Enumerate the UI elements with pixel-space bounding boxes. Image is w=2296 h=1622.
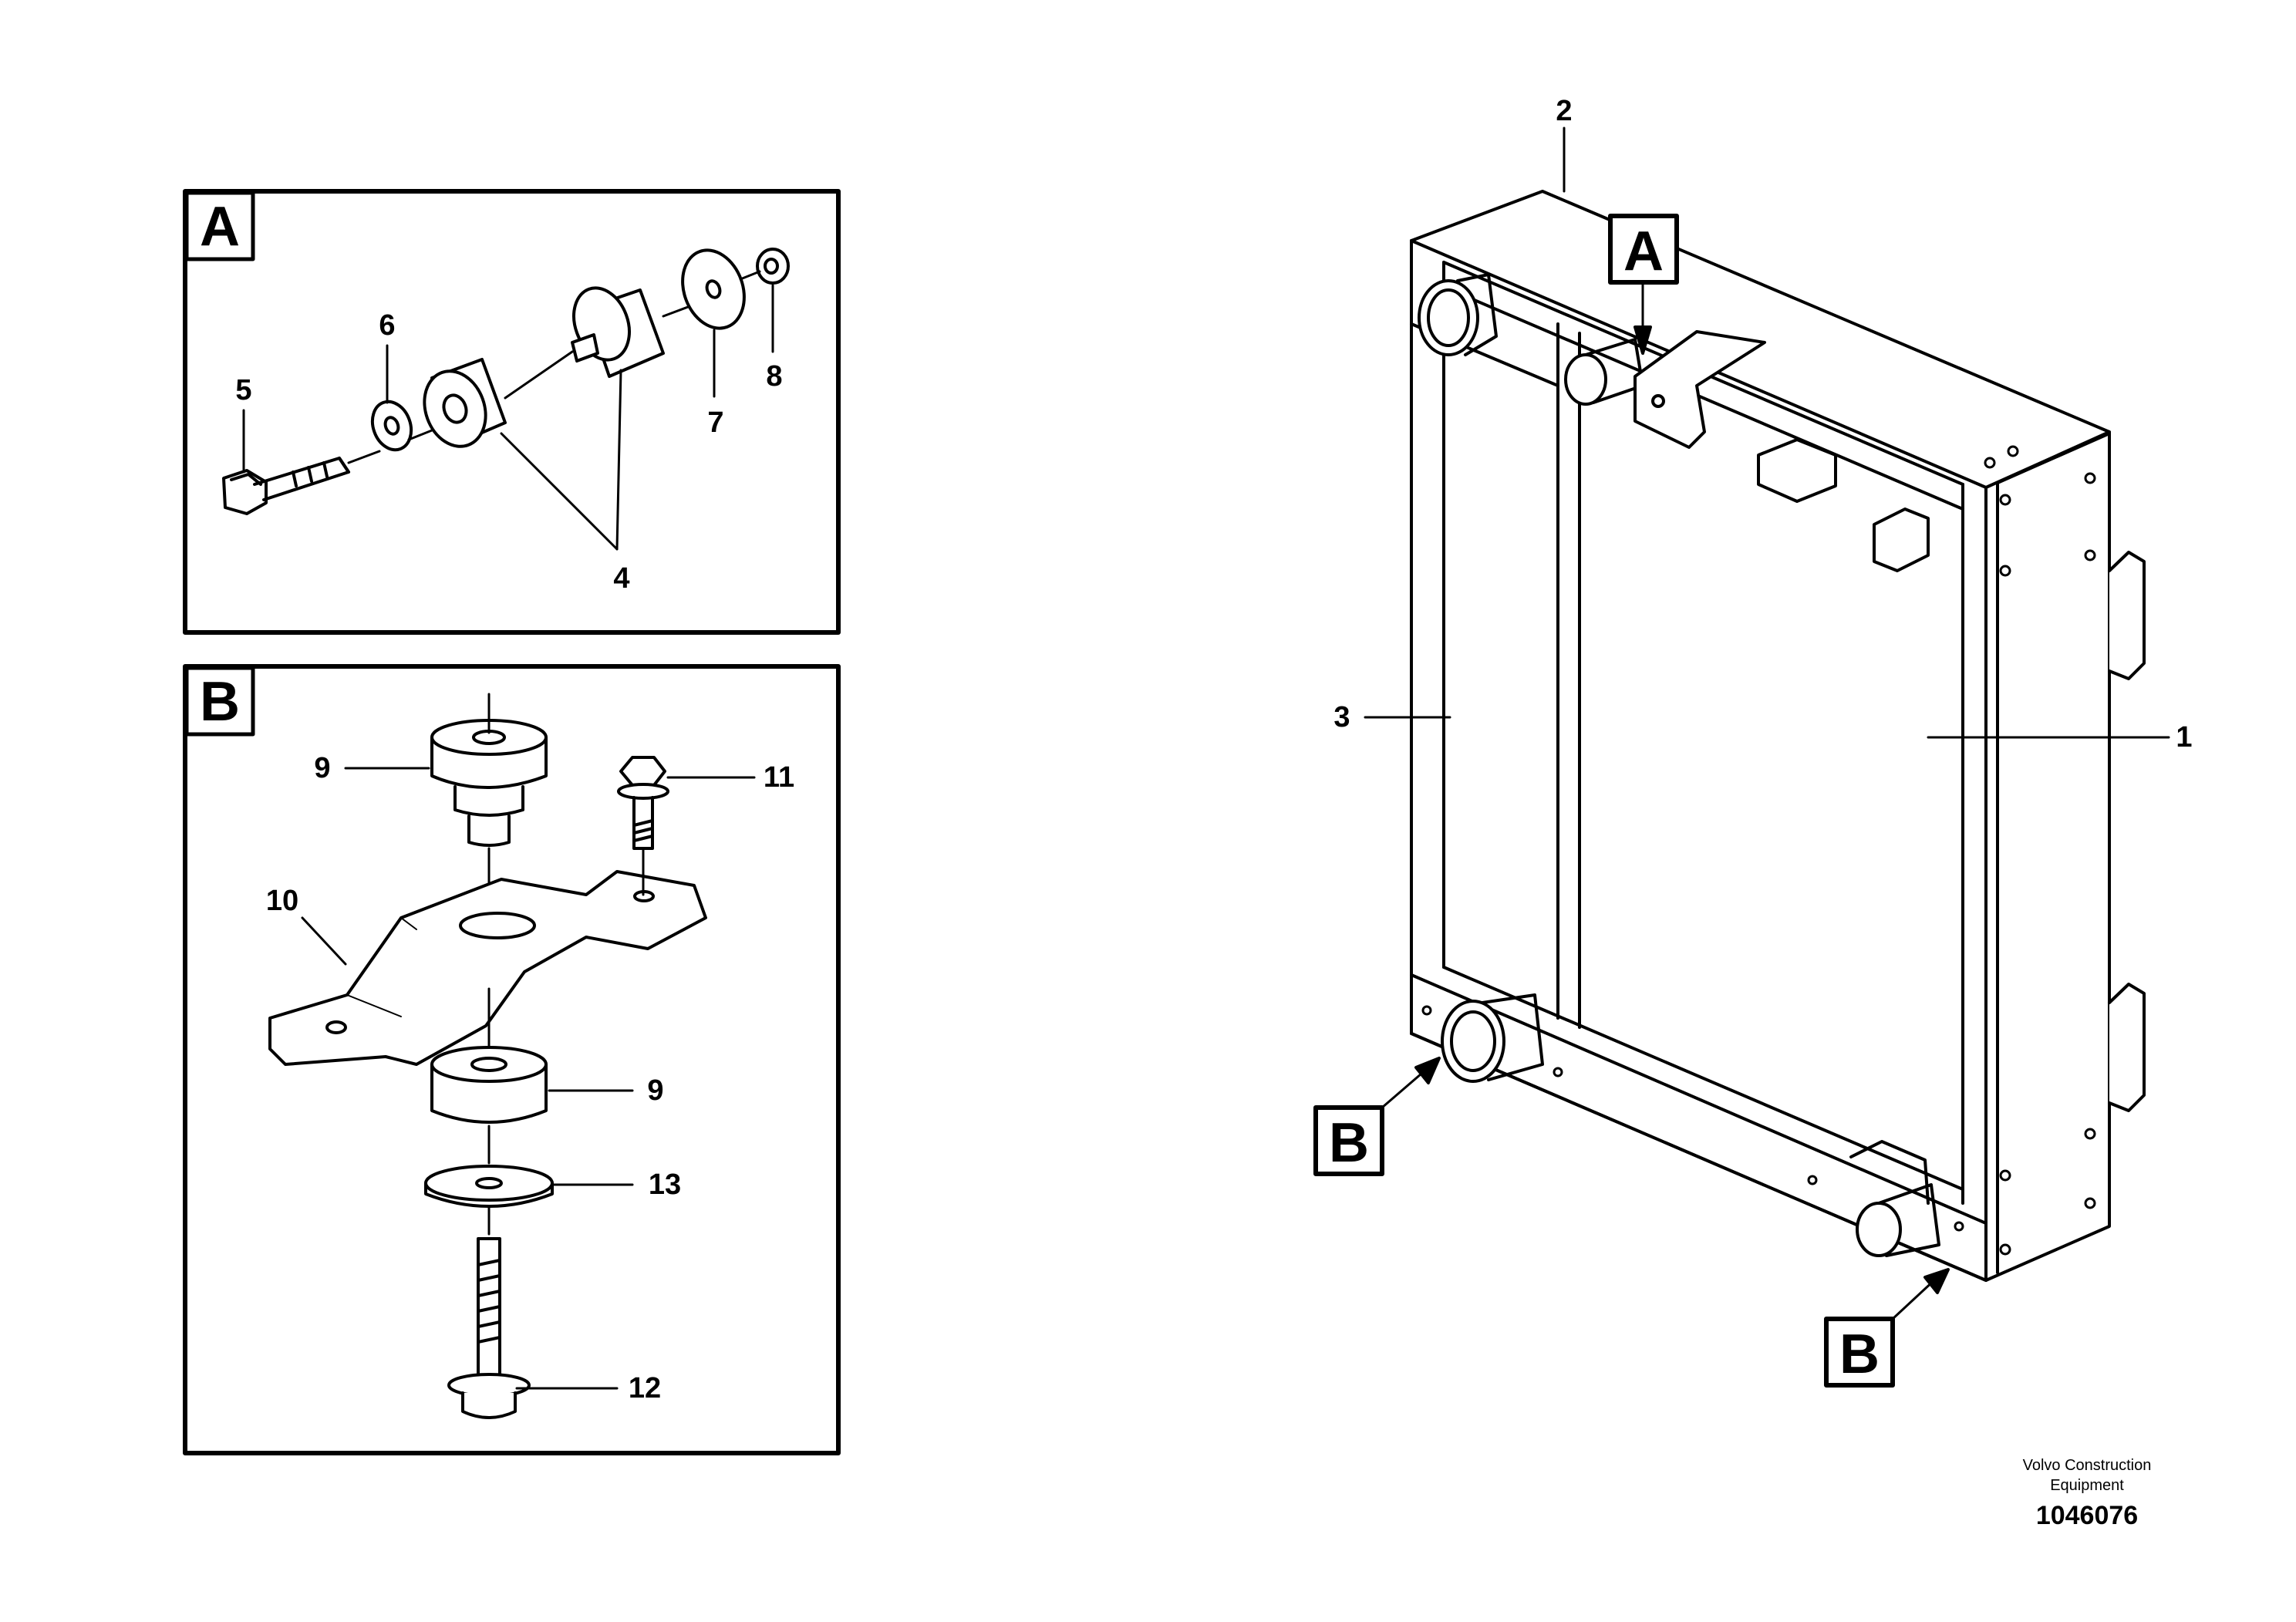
company-name-line1: Volvo Construction [2023, 1457, 2152, 1474]
part-label-7: 7 [707, 406, 723, 439]
bolt-11-drawing [617, 756, 669, 850]
part-label-8: 8 [766, 360, 782, 393]
outlet-pipe-bottom-drawing [1849, 1140, 1940, 1257]
callout-a-letter: A [1623, 221, 1664, 282]
callout-a [1608, 214, 1679, 355]
mount-bracket-a-drawing [1633, 330, 1766, 449]
outlet-pipe-top-drawing [1564, 338, 1644, 406]
callout-b-right-letter: B [1839, 1324, 1880, 1385]
part-label-9-top: 9 [314, 752, 330, 784]
rubber-mount-9-bottom-drawing [430, 1046, 548, 1124]
panel-a-letter: A [200, 196, 240, 258]
nut-8-drawing [756, 248, 790, 285]
rubber-mount-4b-drawing [571, 286, 665, 378]
inlet-pipe-bottom-drawing [1441, 993, 1544, 1083]
detail-panel-a [183, 189, 841, 635]
rubber-mount-9-top-drawing [430, 719, 548, 847]
washer-6-drawing [370, 400, 413, 452]
part-label-5: 5 [235, 374, 251, 406]
part-label-9-bottom: 9 [647, 1074, 663, 1107]
detail-panel-b [183, 664, 841, 1455]
bolt-5-drawing [222, 457, 350, 515]
panel-b-letter: B [200, 671, 240, 733]
rubber-mount-4a-drawing [423, 358, 507, 448]
drawing-number: 1046076 [2036, 1501, 2138, 1530]
callout-b-left-letter: B [1329, 1112, 1369, 1174]
part-label-13: 13 [649, 1168, 681, 1201]
bolt-12-drawing [447, 1237, 531, 1419]
callout-b-right [1824, 1268, 1950, 1388]
washer-13-drawing [424, 1165, 554, 1208]
part-label-3: 3 [1333, 701, 1350, 733]
bracket-10-drawing [268, 870, 707, 1066]
inlet-pipe-top-drawing [1418, 273, 1498, 356]
radiator-assembly-drawing [1364, 126, 2170, 1282]
callout-b-left [1313, 1057, 1441, 1176]
part-label-6: 6 [379, 309, 395, 342]
part-label-12: 12 [629, 1372, 661, 1404]
part-label-11: 11 [764, 761, 794, 794]
part-label-10: 10 [266, 885, 298, 917]
part-label-1: 1 [2176, 721, 2192, 754]
part-label-4: 4 [613, 562, 629, 595]
part-label-2: 2 [1556, 95, 1572, 127]
washer-7-drawing [681, 248, 746, 330]
company-name-line2: Equipment [2050, 1477, 2124, 1494]
